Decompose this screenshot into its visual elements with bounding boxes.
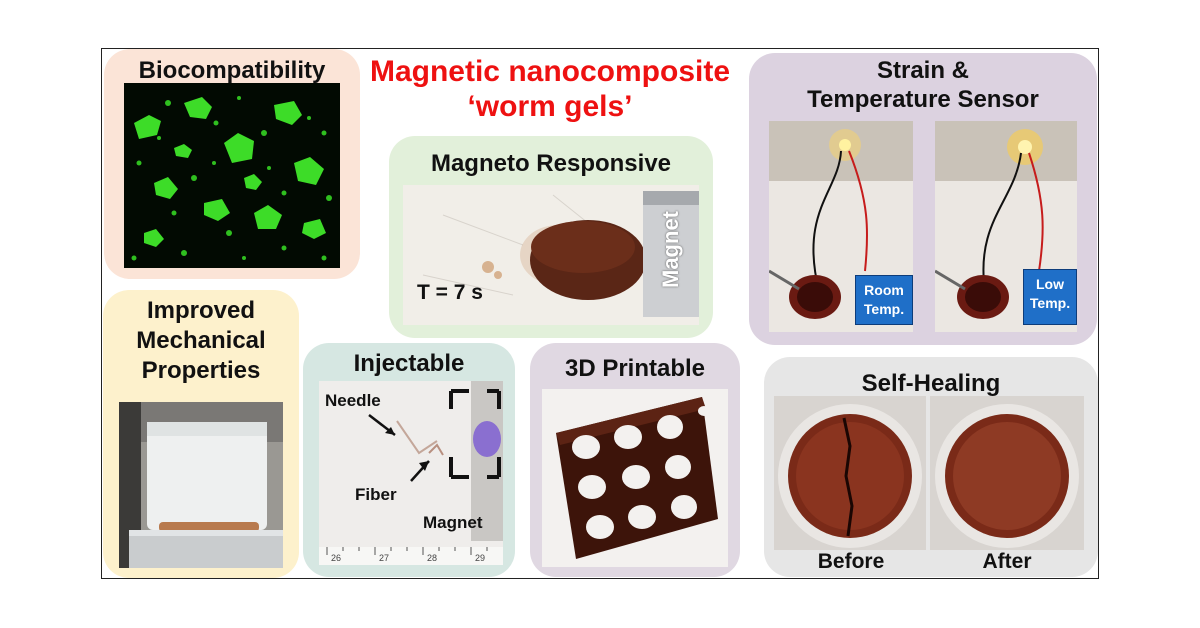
after-dish-graphic	[935, 404, 1079, 548]
after-label: After	[982, 550, 1032, 573]
ruler-label-26: 26	[331, 553, 342, 563]
sensor-photo-low: Low Temp.	[935, 121, 1077, 332]
injectable-title: Injectable	[353, 350, 465, 377]
low-temp-line1: Low	[1036, 276, 1064, 292]
ruler-label-27: 27	[379, 553, 390, 563]
time-label: T = 7 s	[417, 281, 483, 304]
printable-panel: 3D Printable	[530, 343, 740, 577]
needle-label: Needle	[325, 391, 381, 410]
fluorescence-image	[124, 83, 340, 268]
magnet-gel-graphic	[403, 185, 699, 325]
compression-test-graphic	[119, 402, 283, 568]
magneto-photo: Magnet T = 7 s	[403, 185, 699, 325]
compression-photo	[119, 402, 283, 568]
ruler-label-29: 29	[475, 553, 486, 563]
sensor-photo-room: Room Temp.	[769, 121, 913, 332]
before-photo	[774, 396, 926, 550]
low-temp-line2: Temp.	[1029, 295, 1071, 311]
mechanical-title-line1: Improved	[146, 297, 256, 324]
fiber-label: Fiber	[355, 485, 397, 504]
biocompatibility-title: Biocompatibility	[138, 57, 326, 84]
main-title-line1: Magnetic nanocomposite	[369, 55, 731, 88]
main-title: Magnetic nanocomposite ‘worm gels’	[350, 54, 750, 124]
ruler-labels: 26 27 28 29	[319, 553, 503, 565]
low-temp-badge: Low Temp.	[1023, 269, 1077, 325]
room-temp-line1: Room	[864, 282, 904, 298]
fluorescent-cells-graphic	[131, 96, 332, 261]
sensor-title-line2: Temperature Sensor	[807, 86, 1039, 113]
mechanical-title-line2: Mechanical	[136, 327, 266, 354]
after-photo	[930, 396, 1084, 550]
printed-lattice-photo	[542, 389, 728, 567]
room-temp-line2: Temp.	[863, 301, 905, 317]
mechanical-title-line3: Properties	[141, 357, 261, 384]
magneto-panel: Magneto Responsive Magnet T = 7 s	[389, 136, 713, 338]
mechanical-title: Improved Mechanical Properties	[103, 296, 299, 386]
sensor-title-line1: Strain &	[876, 57, 969, 84]
printable-title: 3D Printable	[564, 355, 706, 382]
injectable-panel: Injectable Needle Fiber Magnet	[303, 343, 515, 577]
magneto-title: Magneto Responsive	[430, 150, 672, 177]
sensor-title: Strain & Temperature Sensor	[749, 56, 1097, 114]
healing-panel: Self-Healing Before After	[764, 357, 1098, 577]
before-label: Before	[817, 550, 885, 573]
injection-graphic	[319, 381, 503, 565]
sensor-panel: Strain & Temperature Sensor Room Temp.	[749, 53, 1097, 345]
magnet-label: Magnet	[658, 211, 683, 288]
biocompatibility-panel: Biocompatibility	[104, 49, 360, 279]
ruler-label-28: 28	[427, 553, 438, 563]
room-temp-badge: Room Temp.	[855, 275, 913, 325]
mechanical-panel: Improved Mechanical Properties	[103, 290, 299, 578]
main-title-line2: ‘worm gels’	[467, 90, 633, 123]
healing-title: Self-Healing	[861, 370, 1001, 397]
magnet-text-label: Magnet	[423, 513, 483, 532]
printed-lattice-graphic	[556, 397, 718, 559]
injection-photo: Needle Fiber Magnet 26 27 28 29	[319, 381, 503, 565]
before-dish-graphic	[778, 404, 922, 548]
